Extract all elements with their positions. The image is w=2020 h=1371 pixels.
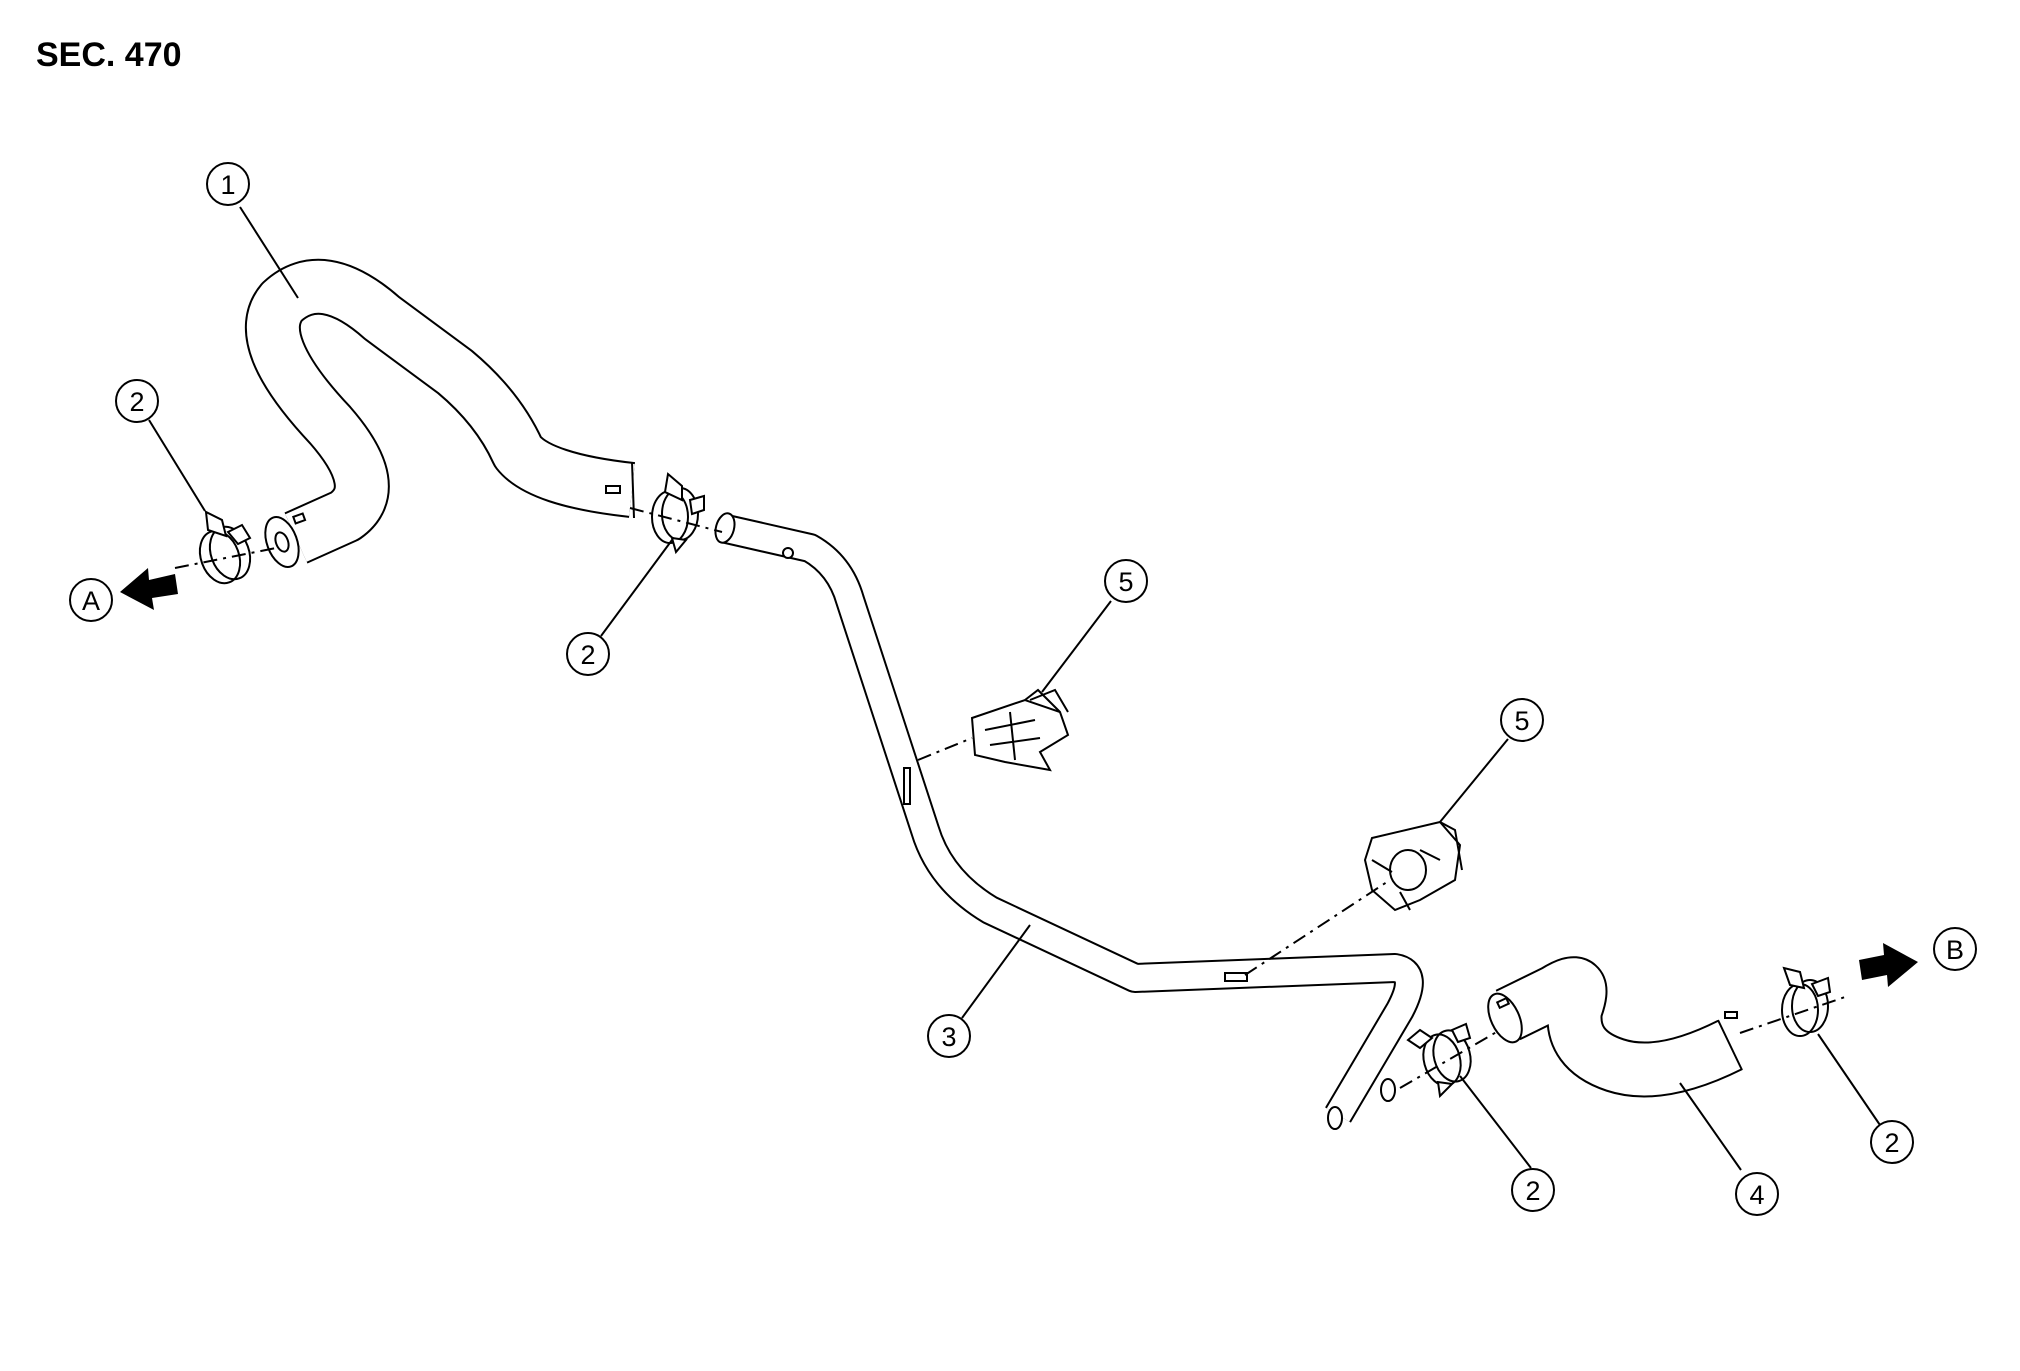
pipe-clip-upper: [970, 688, 1070, 772]
callout-5-lower: 5: [1500, 698, 1544, 742]
hose-clamp-lower-middle: [1406, 1022, 1472, 1099]
hose-clamp-right: [1781, 966, 1832, 1037]
svg-text:2: 2: [1884, 1128, 1899, 1158]
svg-text:5: 5: [1514, 706, 1529, 736]
svg-text:4: 4: [1749, 1180, 1764, 1210]
callout-2-right: 2: [1870, 1120, 1914, 1164]
svg-text:B: B: [1946, 935, 1964, 965]
leader-lines: [148, 206, 1883, 1171]
callout-4: 4: [1735, 1172, 1779, 1216]
callout-5-upper: 5: [1104, 559, 1148, 603]
section-label: SEC. 470: [36, 36, 182, 74]
svg-text:3: 3: [941, 1022, 956, 1052]
svg-text:5: 5: [1118, 567, 1133, 597]
callout-1: 1: [206, 162, 250, 206]
callout-2-left: 2: [115, 379, 159, 423]
heater-pipe-3: [714, 512, 1424, 1130]
heater-hose-1: [244, 258, 636, 568]
callout-2-lower-middle: 2: [1511, 1168, 1555, 1212]
pipe-clip-lower: [1363, 820, 1463, 912]
callout-direction-a: A: [69, 578, 113, 622]
svg-text:A: A: [82, 586, 100, 616]
callout-direction-b: B: [1933, 927, 1977, 971]
hose-clamp-middle: [651, 472, 705, 555]
hose-clamp-left: [198, 510, 252, 585]
callout-2-middle: 2: [566, 632, 610, 676]
arrow-a-icon: [120, 568, 178, 610]
arrow-b-icon: [1859, 943, 1918, 987]
callout-3: 3: [927, 1014, 971, 1058]
svg-text:2: 2: [1525, 1176, 1540, 1206]
heater-hose-4: [1487, 956, 1743, 1098]
svg-text:2: 2: [129, 387, 144, 417]
svg-text:1: 1: [220, 170, 235, 200]
svg-text:2: 2: [580, 640, 595, 670]
